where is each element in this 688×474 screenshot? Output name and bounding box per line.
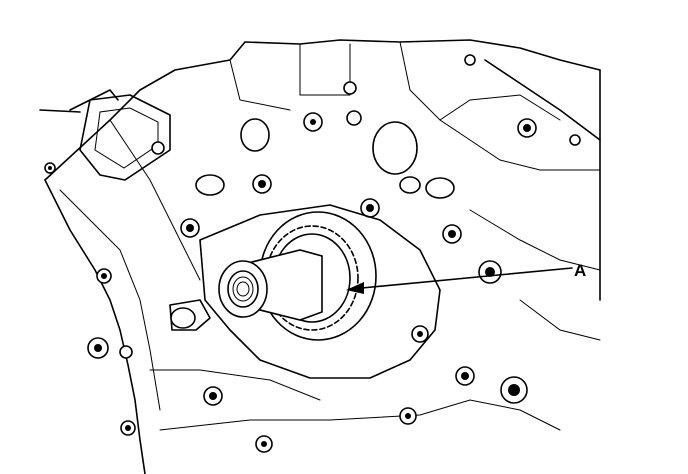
callout-a (346, 267, 573, 294)
engine-block-outline (44, 39, 601, 474)
casting-bosses (169, 118, 455, 331)
callout-a-label: A (574, 261, 586, 280)
bolt-holes (44, 54, 581, 453)
mounting-bracket (39, 89, 171, 181)
crankshaft-snout (218, 249, 323, 321)
oil-pump-cover (199, 204, 441, 379)
